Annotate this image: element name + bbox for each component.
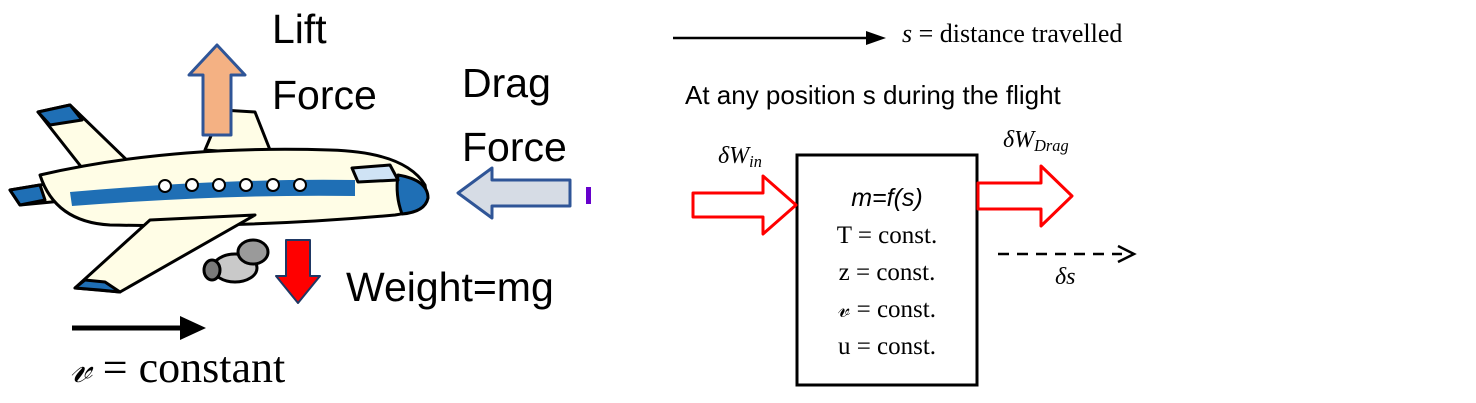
work-in-sub: in bbox=[749, 152, 762, 172]
work-drag-arrow bbox=[976, 164, 1074, 228]
drag-label-line2: Force bbox=[462, 124, 567, 170]
work-in-label: δWin bbox=[718, 143, 762, 172]
weight-arrow-icon bbox=[275, 239, 321, 304]
distance-arrow bbox=[673, 31, 886, 45]
velocity-equation: 𝓋 = const. bbox=[838, 296, 936, 323]
work-in-arrow bbox=[691, 174, 798, 236]
displacement-label: δs bbox=[1055, 264, 1076, 290]
temperature-equation: T = const. bbox=[836, 222, 938, 249]
marker-tick bbox=[586, 187, 591, 204]
weight-label: Weight=mg bbox=[346, 264, 554, 310]
height-equation: z = const. bbox=[838, 259, 936, 286]
velocity-symbol: 𝓋 bbox=[70, 343, 92, 392]
control-volume-box bbox=[795, 153, 979, 387]
distance-label: s = distance travelled bbox=[902, 19, 1122, 49]
internal-energy-equation: u = const. bbox=[837, 333, 937, 360]
work-drag-main: δW bbox=[1003, 127, 1035, 153]
work-drag-sub: Drag bbox=[1034, 136, 1069, 156]
lift-arrow-icon bbox=[187, 43, 247, 137]
distance-symbol: s bbox=[902, 19, 913, 48]
velocity-label: 𝓋 = constant bbox=[70, 342, 285, 393]
lift-label-line2: Force bbox=[272, 72, 377, 118]
position-caption: At any position s during the flight bbox=[685, 80, 1061, 110]
velocity-value: = constant bbox=[102, 343, 286, 392]
control-volume-properties: m=f(s) T = const. z = const. 𝓋 = const. … bbox=[798, 180, 976, 365]
displacement-arrow bbox=[998, 244, 1137, 264]
drag-label-line1: Drag bbox=[462, 60, 551, 106]
lift-label-line1: Lift bbox=[272, 6, 327, 52]
drag-arrow-icon bbox=[456, 166, 572, 220]
work-drag-label: δWDrag bbox=[1003, 127, 1069, 156]
mass-equation: m=f(s) bbox=[851, 184, 923, 212]
distance-text: = distance travelled bbox=[918, 19, 1123, 48]
velocity-arrow bbox=[72, 316, 206, 340]
work-in-main: δW bbox=[718, 143, 750, 169]
